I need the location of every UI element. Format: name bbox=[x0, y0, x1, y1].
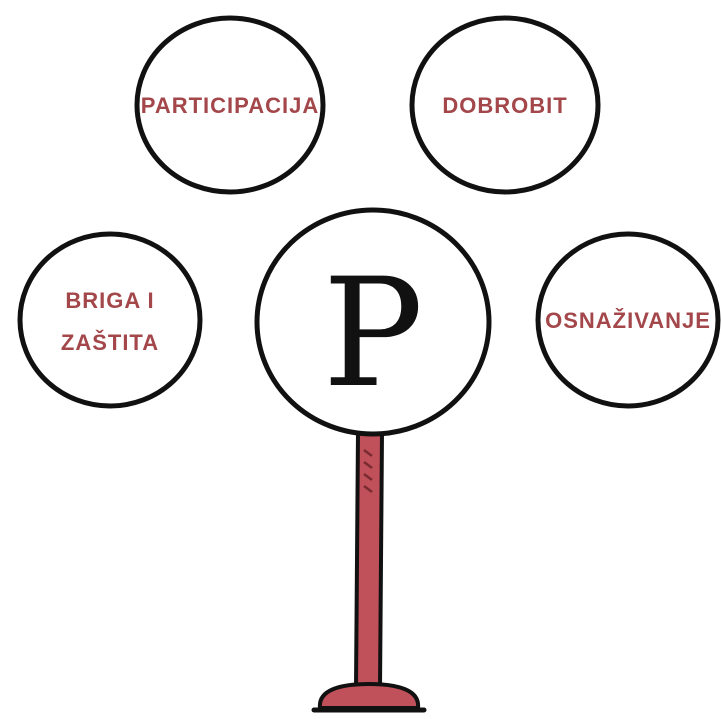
label-care-protection-line1: BRIGA I bbox=[65, 288, 154, 313]
label-participation: PARTICIPACIJA bbox=[141, 93, 319, 118]
bubble-wellbeing: DOBROBIT bbox=[412, 18, 598, 192]
sign-base bbox=[314, 684, 424, 710]
center-letter: P bbox=[323, 247, 424, 421]
label-care-protection-line2: ZAŠTITA bbox=[61, 330, 159, 355]
center-sign: P bbox=[257, 210, 489, 434]
bubble-care-protection: BRIGA I ZAŠTITA bbox=[20, 234, 200, 406]
sign-pole bbox=[356, 432, 382, 688]
bubble-participation: PARTICIPACIJA bbox=[137, 18, 323, 192]
bubble-empowerment: OSNAŽIVANJE bbox=[538, 234, 718, 406]
label-empowerment: OSNAŽIVANJE bbox=[545, 308, 711, 333]
label-wellbeing: DOBROBIT bbox=[442, 93, 567, 118]
